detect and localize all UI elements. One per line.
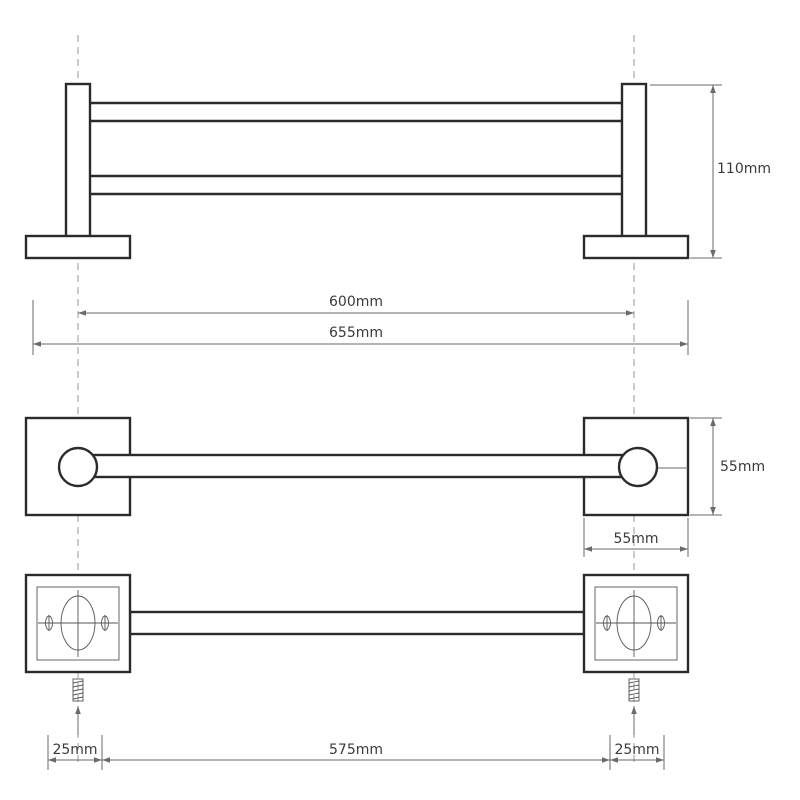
dimension-bar-centers-label: 600mm [329,294,383,310]
left-mounting-plate [24,573,132,674]
dimension-overall-length: 655mm [32,300,689,355]
left-foot [24,234,132,260]
lower-rail [79,174,633,196]
bottom-dimensions: 25mm 575mm 25mm [47,735,665,770]
center-lines [77,35,635,765]
right-screw [628,678,640,702]
left-screw [72,678,84,702]
top-view [24,416,690,517]
dimension-overall-length-label: 655mm [329,325,383,341]
dimension-base-width-label: 55mm [613,531,658,547]
dimension-edge-left-label: 25mm [52,742,97,758]
right-foot [582,234,690,260]
dimension-height-label: 110mm [717,161,771,177]
dimension-height: 110mm [650,84,771,259]
left-post-top [57,446,99,488]
right-mounting-plate [582,573,690,674]
front-view [24,82,690,260]
right-post-top [617,446,659,488]
dimension-base-width: 55mm [583,518,689,557]
rear-view [24,573,690,735]
dimension-edge-right-label: 25mm [614,742,659,758]
left-post [64,82,92,239]
rail-top-view [78,453,638,479]
right-post [620,82,648,239]
upper-rail [79,101,633,123]
dimension-bar-centers: 600mm [78,294,634,316]
dimension-base-height: 55mm [658,417,765,516]
rear-rail [128,610,586,636]
dimension-base-height-label: 55mm [720,459,765,475]
dimension-fixing-centers-label: 575mm [329,742,383,758]
